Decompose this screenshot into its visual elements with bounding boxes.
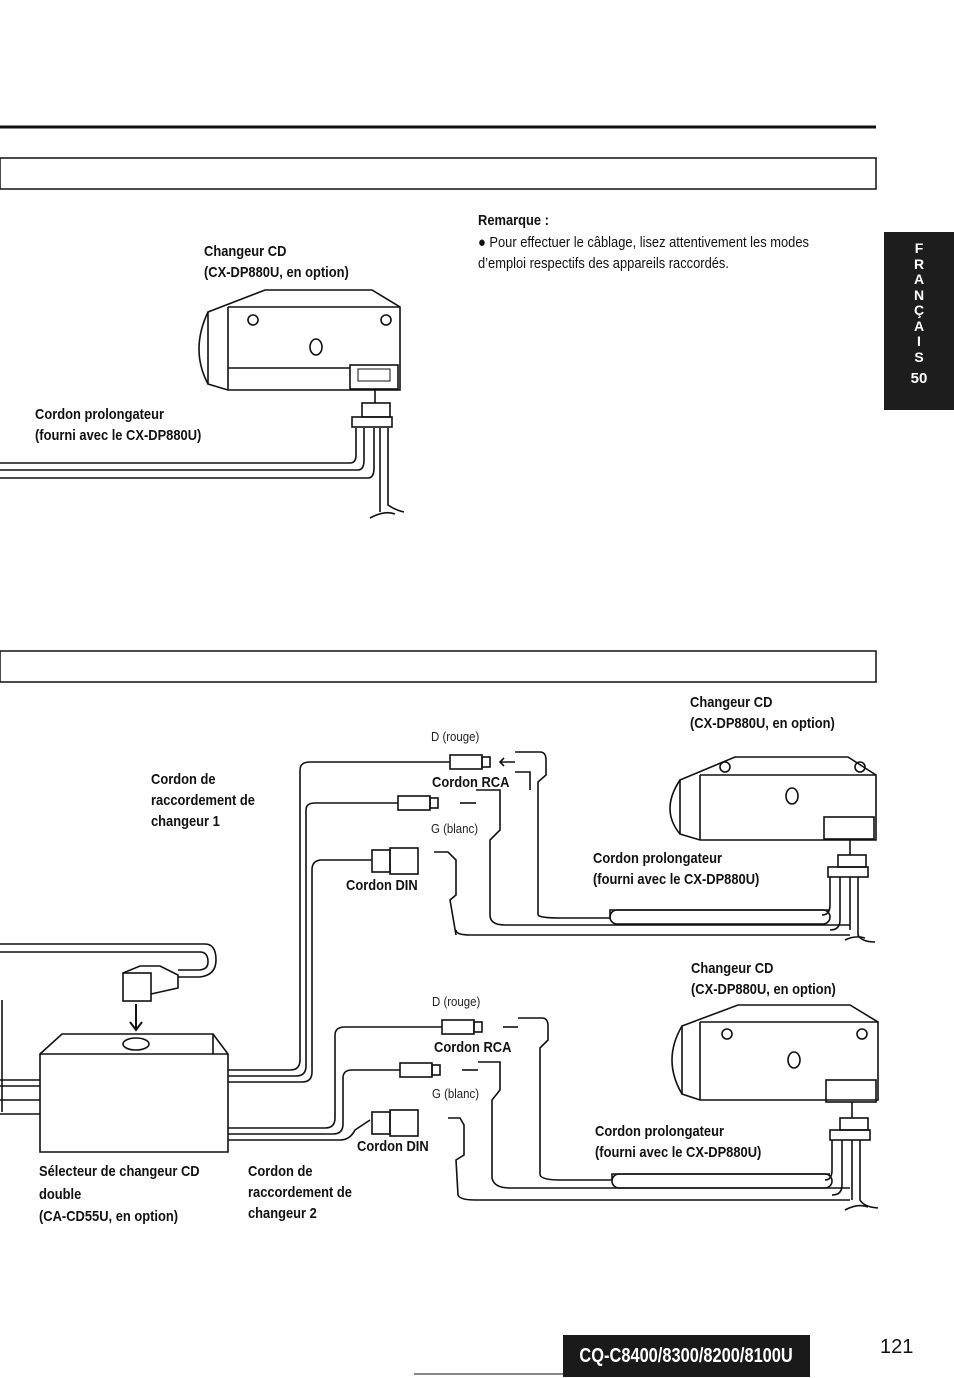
connection-cord1-line3: changeur 1	[151, 813, 220, 830]
rca-din-connectors-1	[371, 751, 850, 936]
rca-cord-label: Cordon RCA	[434, 1039, 512, 1056]
connection-cord2-line3: changeur 2	[248, 1205, 317, 1222]
tab-letter: Ç	[913, 302, 925, 318]
tab-letter: A	[913, 271, 925, 287]
note-title: Remarque :	[478, 212, 549, 229]
ext-cord1-label-line1: Cordon prolongateur	[593, 850, 722, 867]
ext-cord-label-line2: (fourni avec le CX-DP880U)	[35, 427, 202, 444]
tab-letter: N	[913, 286, 925, 303]
connection-cord2-line1: Cordon de	[248, 1163, 313, 1180]
model-number: CQ-C8400/8300/8200/8100U	[579, 1344, 794, 1367]
tab-letter: A	[913, 317, 925, 334]
g-blanc-label: G (blanc)	[432, 1086, 480, 1101]
note-text-body: Pour effectuer le câblage, lisez attenti…	[478, 234, 809, 272]
cd-changer-icon	[669, 756, 877, 943]
double-cd-changer-selector-icon	[0, 761, 450, 1153]
section2-header-box	[0, 650, 877, 683]
connection-cord1-line1: Cordon de	[151, 771, 216, 788]
g-blanc-label: G (blanc)	[431, 821, 479, 836]
language-tab: F R A N Ç A I S 50	[884, 232, 954, 410]
tab-letter: R	[913, 255, 925, 272]
ext-cord1-label-line2: (fourni avec le CX-DP880U)	[593, 871, 760, 888]
bullet: ●	[478, 234, 486, 251]
cd-changer-icon	[671, 1004, 879, 1211]
connection-cord1-line2: raccordement de	[151, 792, 255, 809]
changer1-label-line1: Changeur CD	[690, 694, 773, 711]
changer2-label-line1: Changeur CD	[691, 960, 774, 977]
tab-letter: S	[914, 348, 924, 365]
rca-cord-label: Cordon RCA	[432, 774, 510, 791]
ext-cord2-label-line1: Cordon prolongateur	[595, 1123, 724, 1140]
d-rouge-label: D (rouge)	[432, 994, 481, 1009]
tab-page-number: 50	[910, 370, 928, 387]
model-badge: CQ-C8400/8300/8200/8100U	[563, 1335, 810, 1377]
changer-label-line1: Changeur CD	[204, 243, 287, 260]
ext-cord2-label-line2: (fourni avec le CX-DP880U)	[595, 1144, 762, 1161]
tab-letter: I	[917, 333, 921, 349]
page-number: 121	[880, 1336, 914, 1358]
note-text: ● Pour effectuer le câblage, lisez atten…	[478, 232, 839, 274]
din-cord-label: Cordon DIN	[346, 877, 418, 894]
changer2-label-line2: (CX-DP880U, en option)	[691, 981, 836, 998]
rca-din-connectors-2	[371, 1017, 850, 1201]
changer-label-line2: (CX-DP880U, en option)	[204, 264, 349, 281]
extension-cord-plug	[0, 390, 405, 519]
d-rouge-label: D (rouge)	[431, 729, 480, 744]
din-cord-label: Cordon DIN	[357, 1138, 429, 1155]
selector-label-line2: double	[39, 1186, 82, 1203]
tab-letter: F	[914, 240, 924, 256]
selector-label-line3: (CA-CD55U, en option)	[39, 1208, 179, 1225]
connection-cord2-line2: raccordement de	[248, 1184, 352, 1201]
selector-label-line1: Sélecteur de changeur CD	[39, 1163, 200, 1180]
changer1-label-line2: (CX-DP880U, en option)	[690, 715, 835, 732]
ext-cord-label-line1: Cordon prolongateur	[35, 406, 164, 423]
cd-changer-icon	[198, 289, 401, 391]
section1-header-box	[0, 157, 877, 190]
